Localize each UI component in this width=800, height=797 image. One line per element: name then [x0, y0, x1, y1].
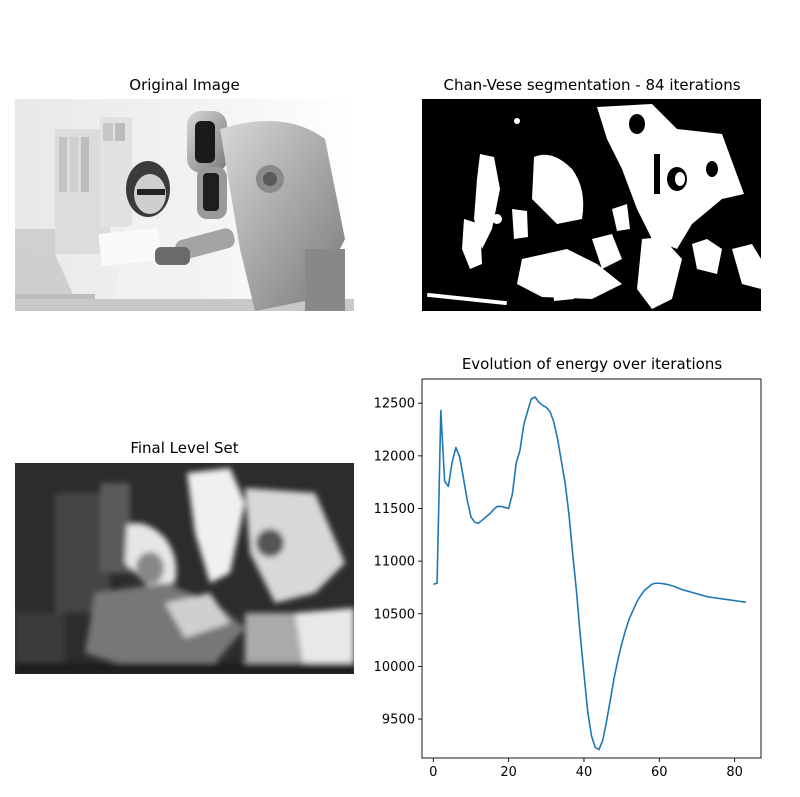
x-tick-label: 20	[500, 765, 517, 780]
original-image-art	[15, 99, 354, 311]
y-tick-label: 10500	[374, 607, 415, 622]
level-set-title: Final Level Set	[130, 439, 239, 457]
y-tick-label: 11500	[374, 502, 415, 517]
energy-axes-frame	[421, 378, 762, 759]
energy-chart-title: Evolution of energy over iterations	[461, 355, 723, 373]
y-tick-label: 12000	[374, 449, 415, 464]
y-tick-label: 10000	[374, 660, 415, 675]
y-tick-label: 9500	[382, 713, 415, 728]
y-tick-label: 12500	[374, 397, 415, 412]
x-tick-label: 0	[429, 765, 437, 780]
segmentation-mask	[422, 99, 761, 311]
x-tick-label: 40	[576, 765, 593, 780]
level-set-image	[15, 463, 354, 674]
original-image-title: Original Image	[129, 76, 240, 94]
x-tick-label: 60	[651, 765, 668, 780]
x-tick-label: 80	[726, 765, 743, 780]
segmentation-title: Chan-Vese segmentation - 84 iterations	[443, 76, 741, 94]
energy-series-line	[433, 396, 747, 751]
y-tick-label: 11000	[374, 555, 415, 570]
level-set-art	[15, 463, 354, 674]
original-image	[15, 99, 354, 311]
segmentation-image	[422, 99, 761, 311]
